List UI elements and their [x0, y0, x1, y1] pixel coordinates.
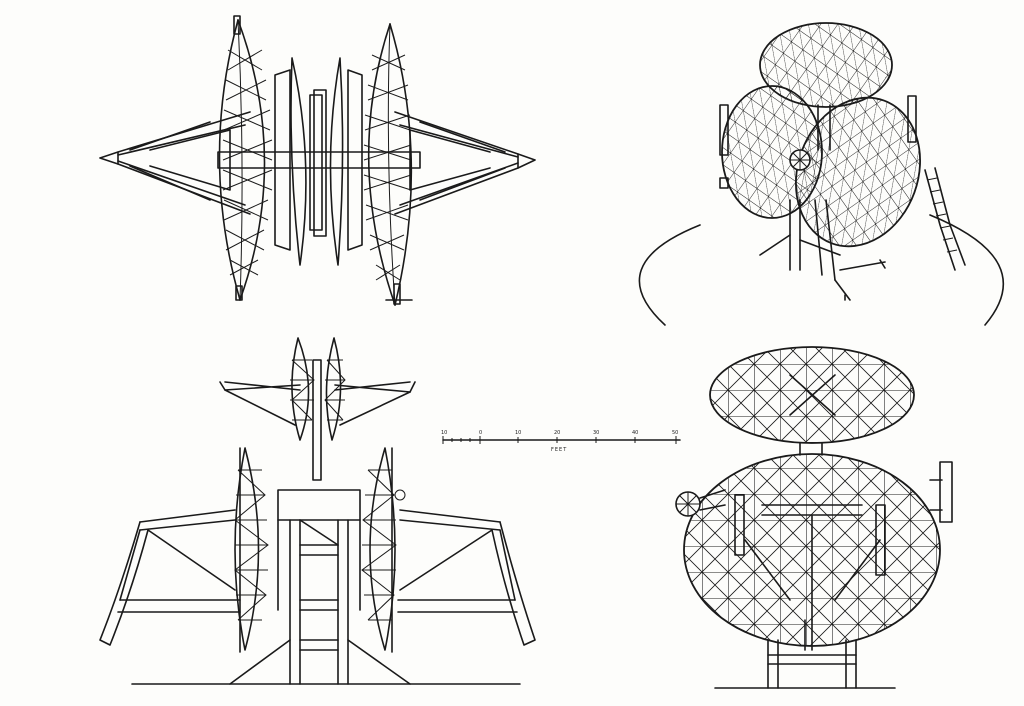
front-right-dish-lattice	[361, 469, 406, 621]
scale-tick-label-4: 30	[593, 430, 599, 436]
scale-bar: 10 0 10 20 30 40 50 FEET	[441, 430, 681, 453]
side-elevation-drawing-icon	[675, 346, 953, 689]
scale-tick-label-1: 0	[479, 430, 482, 436]
front-elevation-drawing-icon	[99, 337, 536, 685]
plan-left-dish-lattice	[222, 49, 273, 276]
scale-unit-label: FEET	[551, 447, 567, 453]
perspective-view-drawing-icon	[638, 22, 1005, 326]
scale-tick-label-5: 40	[632, 430, 638, 436]
plan-right-dish-lattice	[363, 54, 412, 281]
plan-view-drawing-icon	[99, 15, 536, 306]
scale-tick-label-2: 10	[515, 430, 521, 436]
scale-tick-label-0: 10	[441, 430, 447, 436]
scale-tick-label-3: 20	[554, 430, 560, 436]
front-left-dish-lattice	[234, 469, 269, 621]
scale-tick-label-6: 50	[672, 430, 678, 436]
